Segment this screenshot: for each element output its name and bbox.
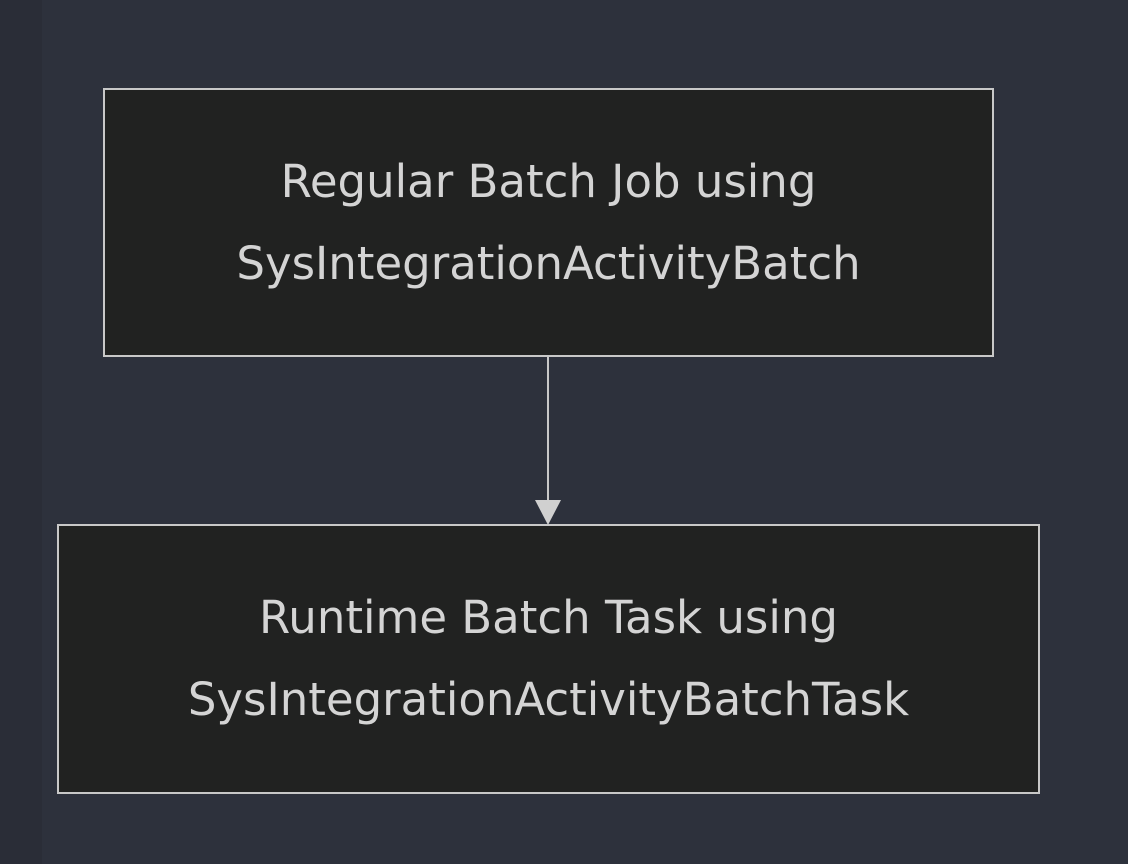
edge-arrowhead [535,500,561,525]
node-runtime-batch-task: Runtime Batch Task using SysIntegrationA… [57,524,1040,794]
node-regular-batch-job: Regular Batch Job using SysIntegrationAc… [103,88,994,357]
left-margin-strip [0,0,42,864]
node-regular-batch-job-line-2: SysIntegrationActivityBatch [236,236,861,290]
node-runtime-batch-task-line-1: Runtime Batch Task using [259,591,838,644]
node-regular-batch-job-line-1: Regular Batch Job using [280,154,817,208]
node-runtime-batch-task-line-2: SysIntegrationActivityBatchTask [187,673,910,726]
